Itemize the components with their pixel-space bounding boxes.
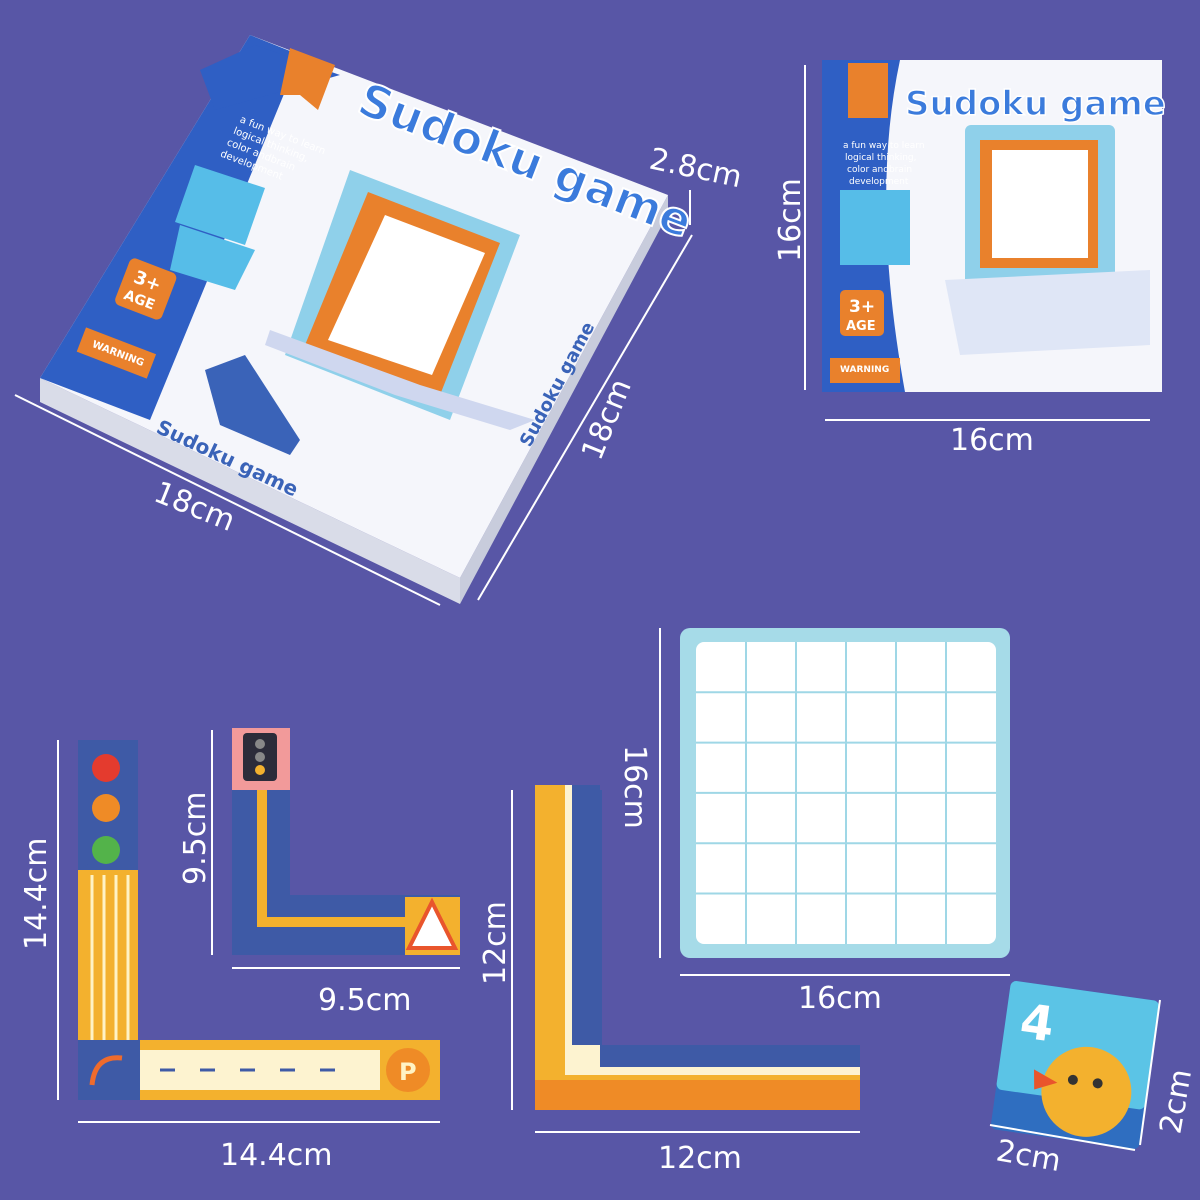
parking-sign-icon xyxy=(386,1048,430,1092)
booklet-title: Sudoku game xyxy=(905,84,1166,124)
board-width-label: 16cm xyxy=(798,981,882,1016)
warning-sign-icon xyxy=(405,897,459,950)
game-box: Sudoku game a fun way to learn logical t… xyxy=(40,35,701,604)
box-age-badge: 3+ AGE xyxy=(115,258,177,320)
traffic-light-road-piece: P xyxy=(78,740,440,1100)
green-light-icon xyxy=(92,836,120,864)
svg-text:AGE: AGE xyxy=(846,319,876,334)
svg-text:3+: 3+ xyxy=(849,297,875,317)
booklet-warning-label xyxy=(830,358,900,383)
card-width-label: 2cm xyxy=(994,1133,1064,1179)
traffic-piece-width-label: 14.4cm xyxy=(220,1138,333,1173)
orange-road-piece xyxy=(535,785,860,1110)
sudoku-board xyxy=(680,628,1010,958)
number-card: 4 xyxy=(991,981,1159,1149)
orange-piece-width-label: 12cm xyxy=(658,1141,742,1176)
booklet-tagline-1: a fun way to learn xyxy=(843,141,925,151)
duck-icon xyxy=(1041,1046,1132,1137)
parking-sign-letter: P xyxy=(399,1058,417,1086)
small-road-piece xyxy=(232,728,460,955)
orange-piece-height-label: 12cm xyxy=(478,901,513,985)
red-light-icon xyxy=(92,754,120,782)
booklet: Sudoku game a fun way to learn logical t… xyxy=(822,60,1167,392)
booklet-warning-text: WARNING xyxy=(840,365,889,375)
box-board-illustration xyxy=(265,170,535,430)
amber-light-icon xyxy=(92,794,120,822)
small-piece-height-label: 9.5cm xyxy=(178,792,213,885)
small-piece-width-label: 9.5cm xyxy=(318,983,411,1018)
turn-arrow-icon xyxy=(89,1055,123,1086)
booklet-tagline-2: logical thinking, xyxy=(845,153,916,163)
booklet-age-badge: 3+ AGE xyxy=(840,290,884,336)
booklet-width-label: 16cm xyxy=(950,423,1034,458)
booklet-tagline-4: development xyxy=(849,177,909,187)
booklet-height-label: 16cm xyxy=(773,178,808,262)
board-height-label: 16cm xyxy=(617,745,652,829)
booklet-tagline-3: color andbrain xyxy=(847,165,912,175)
card-height-label: 2cm xyxy=(1153,1066,1199,1136)
traffic-piece-height-label: 14.4cm xyxy=(19,837,54,950)
card-number: 4 xyxy=(1017,993,1058,1053)
